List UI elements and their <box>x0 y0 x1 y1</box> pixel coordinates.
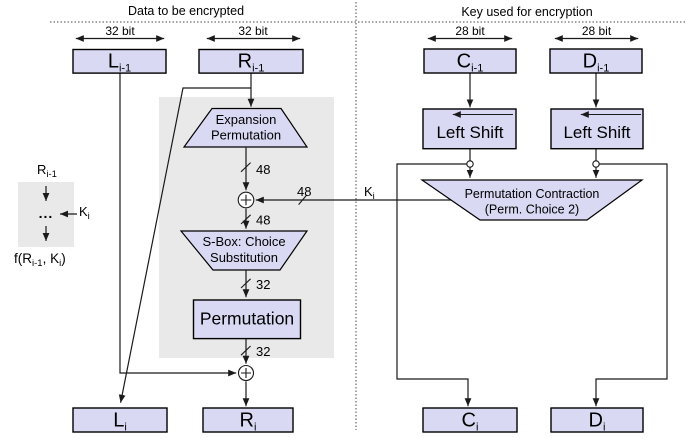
register-d-prev-sub: i-1 <box>597 63 609 75</box>
wire-shifted-c-to-c-cur <box>396 163 472 407</box>
bus-width-label-l: 32 bit <box>105 24 135 38</box>
register-c-prev-sub: i-1 <box>471 63 483 75</box>
bus-slash-48-xor <box>240 214 251 225</box>
register-c-cur-base: C <box>462 410 476 432</box>
register-r-cur-sub: i <box>254 422 256 434</box>
register-d-cur-sub: i <box>603 422 605 434</box>
bus-width-label-c: 28 bit <box>455 24 485 38</box>
expansion-permutation-label-1: Expansion <box>216 112 277 127</box>
legend-function-label: f(Ri-1, Ki) <box>14 251 66 269</box>
register-r-prev-base: R <box>238 51 252 73</box>
sbox-label-1: S-Box: Choice <box>202 234 285 249</box>
permutation-contraction-block <box>420 179 644 221</box>
register-d-prev-box <box>549 48 643 74</box>
wire-label-48-key: 48 <box>297 184 311 199</box>
left-shift-c-block <box>422 108 517 150</box>
legend-key-base: K <box>79 204 88 219</box>
register-l-cur-base: L <box>113 410 124 432</box>
register-c-cur-box <box>422 407 518 433</box>
xor-key-icon <box>237 191 255 209</box>
wire-label-32-perm: 32 <box>256 344 270 359</box>
wire-label-48-xor: 48 <box>256 213 270 228</box>
bus-width-label-d: 28 bit <box>582 24 612 38</box>
junction-dot-c <box>466 160 474 168</box>
register-l-prev-sub: i-1 <box>119 63 131 75</box>
register-d-prev-base: D <box>583 51 597 73</box>
legend-func-p2: , K <box>43 251 60 266</box>
permutation-block <box>192 299 302 340</box>
expansion-permutation-label-2: Permutation <box>211 128 281 143</box>
junction-dot-d <box>592 160 600 168</box>
legend-func-s1: i-1 <box>32 258 43 269</box>
register-c-prev-label: Ci-1 <box>457 51 484 75</box>
legend-key-sub: i <box>88 211 90 222</box>
register-l-prev-box <box>72 48 167 74</box>
subkey-sub: i <box>373 191 375 202</box>
register-l-cur-sub: i <box>124 422 126 434</box>
sbox-label-2: Substitution <box>210 250 278 265</box>
register-r-cur-base: R <box>240 410 254 432</box>
register-d-prev-label: Di-1 <box>583 51 610 75</box>
sbox-block <box>179 230 309 271</box>
register-r-prev-label: Ri-1 <box>238 51 265 75</box>
section-title-key: Key used for encryption <box>461 5 592 19</box>
wire-label-32-sbox: 32 <box>256 277 270 292</box>
register-d-cur-box <box>550 407 644 433</box>
register-d-cur-label: Di <box>589 410 606 434</box>
bus-slash-48-expansion <box>240 162 251 173</box>
legend-func-p1: f(R <box>14 251 32 266</box>
register-c-cur-label: Ci <box>462 410 479 434</box>
wire-r-prev-to-l-cur <box>118 87 251 403</box>
legend-func-p3: ) <box>61 251 66 266</box>
xor-feistel-icon <box>237 364 255 382</box>
permutation-contraction-label-2: (Perm. Choice 2) <box>485 203 579 217</box>
register-r-cur-label: Ri <box>240 410 257 434</box>
register-c-cur-sub: i <box>476 422 478 434</box>
permutation-label: Permutation <box>200 309 294 329</box>
register-c-prev-base: C <box>457 51 471 73</box>
wire-label-48-expansion: 48 <box>256 162 270 177</box>
subkey-base: K <box>364 184 373 199</box>
legend-input-sub: i-1 <box>46 169 57 180</box>
subkey-label: Ki <box>364 184 375 202</box>
register-r-prev-sub: i-1 <box>252 63 264 75</box>
legend-key-label: Ki <box>79 204 90 222</box>
bus-slash-48-key <box>298 195 307 205</box>
register-d-cur-base: D <box>589 410 603 432</box>
legend-dots: ... <box>39 205 54 221</box>
register-r-cur-box <box>202 407 294 433</box>
register-l-cur-label: Li <box>113 410 127 434</box>
permutation-contraction-label-1: Permutation Contraction <box>465 187 600 201</box>
left-shift-c-label: Left Shift <box>436 123 503 142</box>
register-l-prev-label: Li-1 <box>108 51 131 75</box>
register-l-cur-box <box>72 407 168 433</box>
register-c-prev-box <box>423 48 517 74</box>
left-shift-d-label: Left Shift <box>563 123 630 142</box>
legend-input-label: Ri-1 <box>37 162 57 180</box>
section-title-data: Data to be encrypted <box>128 4 244 18</box>
register-r-prev-box <box>198 48 304 74</box>
legend-func-s2: i <box>59 258 61 269</box>
bus-width-label-r: 32 bit <box>238 24 268 38</box>
left-shift-d-block <box>550 108 644 150</box>
register-l-prev-base: L <box>108 51 119 73</box>
wire-shifted-d-to-d-cur <box>592 163 668 407</box>
legend-input-base: R <box>37 162 46 177</box>
bus-slash-32-perm <box>240 345 251 356</box>
bus-slash-32-sbox <box>240 278 251 289</box>
expansion-permutation-block <box>182 107 309 148</box>
wire-l-prev-to-xor <box>119 73 237 377</box>
